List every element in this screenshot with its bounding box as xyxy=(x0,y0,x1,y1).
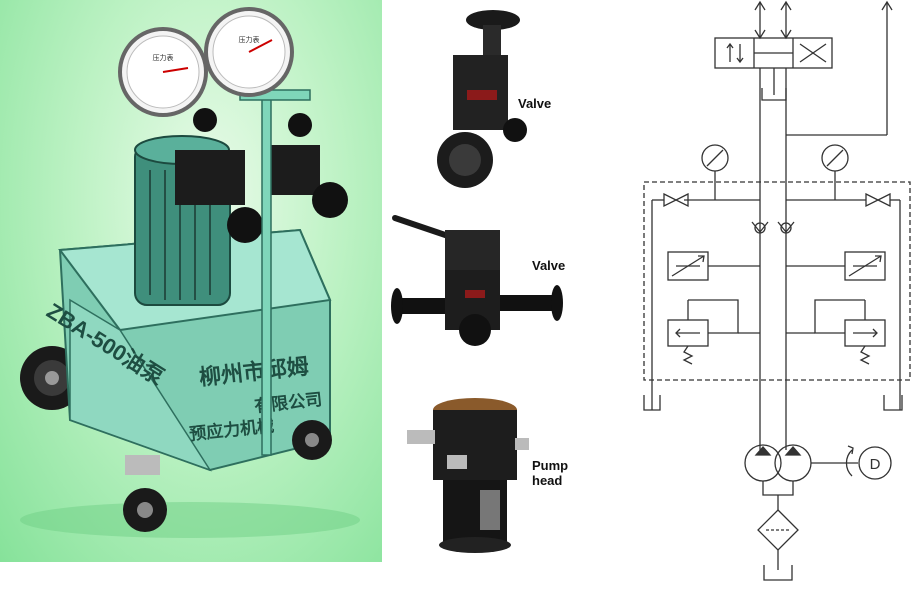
relief-valve-left xyxy=(667,299,739,365)
directional-valve xyxy=(714,37,833,101)
pressure-gauge-left: 压力表 xyxy=(118,27,208,117)
double-pump xyxy=(744,444,858,482)
svg-text:压力表: 压力表 xyxy=(239,35,260,44)
throttle-valve-left xyxy=(667,251,709,281)
wheel-front-left xyxy=(123,455,167,532)
wheel-front-right xyxy=(292,420,332,460)
pump-head-photo xyxy=(407,398,529,553)
output-arrows xyxy=(754,0,893,135)
pressure-gauge-right: 压力表 xyxy=(204,7,294,97)
svg-text:D: D xyxy=(870,456,881,473)
valve-photo-1 xyxy=(437,10,527,188)
component-label-valve-1: Valve xyxy=(518,96,552,111)
stop-valve-right xyxy=(865,192,891,208)
pump-photo-panel: ZBA-500油泵 柳州市邱姆 有限公司 预应力机械 压力表 xyxy=(0,0,382,562)
component-photos xyxy=(391,10,563,553)
electric-pump-illustration: ZBA-500油泵 柳州市邱姆 有限公司 预应力机械 压力表 xyxy=(20,7,360,538)
relief-valve-right xyxy=(814,299,886,365)
component-label-pump-head: Pump head xyxy=(532,458,569,488)
hydraulic-schematic: D xyxy=(643,0,911,581)
schematic-gauge-right xyxy=(821,144,849,200)
manifold-box xyxy=(643,181,911,381)
motor-symbol: D xyxy=(845,445,892,480)
tank xyxy=(763,565,793,581)
schematic-gauge-left xyxy=(701,144,729,200)
filter xyxy=(757,509,799,551)
valve-photo-2 xyxy=(391,215,563,346)
svg-text:压力表: 压力表 xyxy=(153,53,174,62)
check-valves xyxy=(751,221,795,234)
component-label-valve-2: Valve xyxy=(532,258,566,273)
throttle-valve-right xyxy=(844,251,886,281)
